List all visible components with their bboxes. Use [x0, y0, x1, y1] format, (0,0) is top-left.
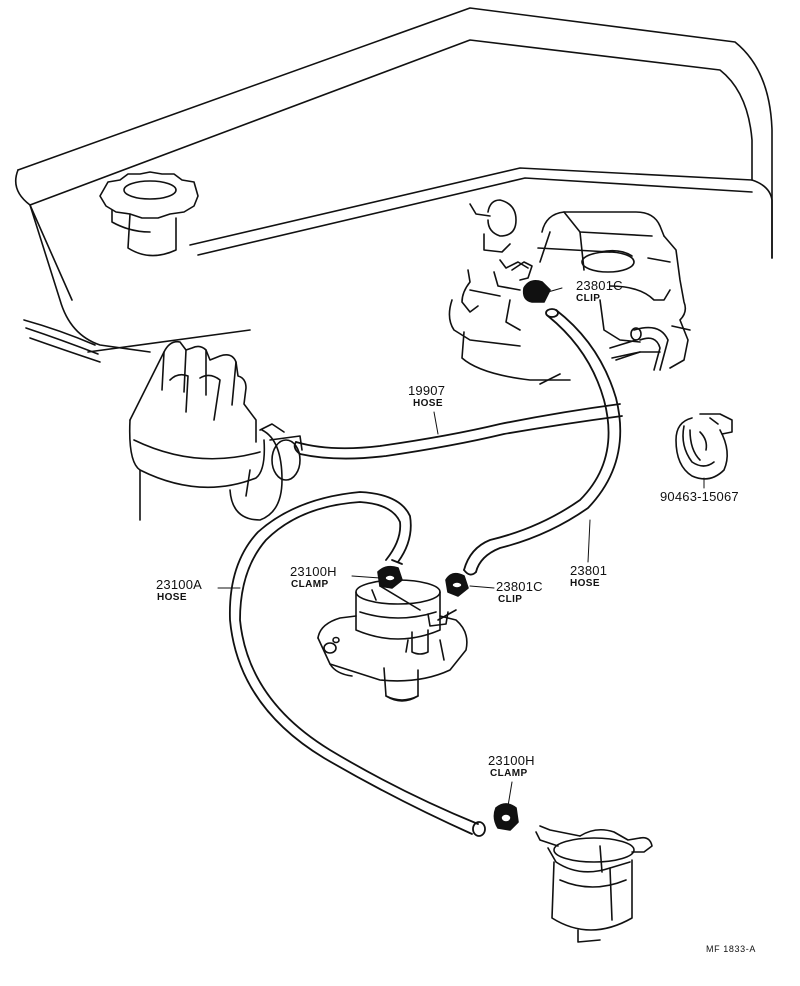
label-clamp-filter-partno: 23100H	[488, 753, 535, 768]
filter-clamp-23100H	[493, 803, 519, 831]
carb-return-hose	[609, 326, 669, 371]
label-hose-23801-partno: 23801	[570, 563, 608, 578]
hose-19907	[293, 403, 623, 460]
label-hose-23100a-partno: 23100A	[156, 577, 203, 592]
label-hose-19907-desc: HOSE	[413, 398, 443, 409]
label-clamp-pump-desc: CLAMP	[291, 579, 329, 590]
leader-lines	[217, 287, 705, 807]
label-clip-pump-partno: 23801C	[496, 579, 543, 594]
label-clamp-pump-partno: 23100H	[290, 564, 337, 579]
figure-code: MF 1833-A	[706, 944, 756, 954]
carb-clip-23801C	[511, 261, 551, 303]
label-bracket-partno: 90463-15067	[660, 489, 739, 504]
label-hose-23100a-desc: HOSE	[157, 592, 187, 603]
label-hose-23801-desc: HOSE	[570, 578, 600, 589]
fuel-pump	[317, 579, 468, 702]
label-clip-carb-partno: 23801C	[576, 278, 623, 293]
label-hose-19907-partno: 19907	[408, 383, 446, 398]
oil-filler-cap	[99, 171, 199, 257]
label-clip-pump-desc: CLIP	[498, 594, 523, 605]
label-clamp-filter-desc: CLAMP	[490, 768, 528, 779]
hose-23100A	[229, 491, 486, 837]
bracket-90463-15067	[675, 413, 733, 480]
valve-cover	[14, 7, 773, 363]
pump-clamp-23100H	[377, 565, 403, 589]
distributor	[128, 340, 303, 521]
carburetor	[448, 199, 691, 385]
fuel-filter	[535, 825, 653, 943]
label-clip-carb-desc: CLIP	[576, 293, 601, 304]
pump-clip-23801C	[445, 572, 469, 597]
hose-23801	[463, 308, 622, 576]
